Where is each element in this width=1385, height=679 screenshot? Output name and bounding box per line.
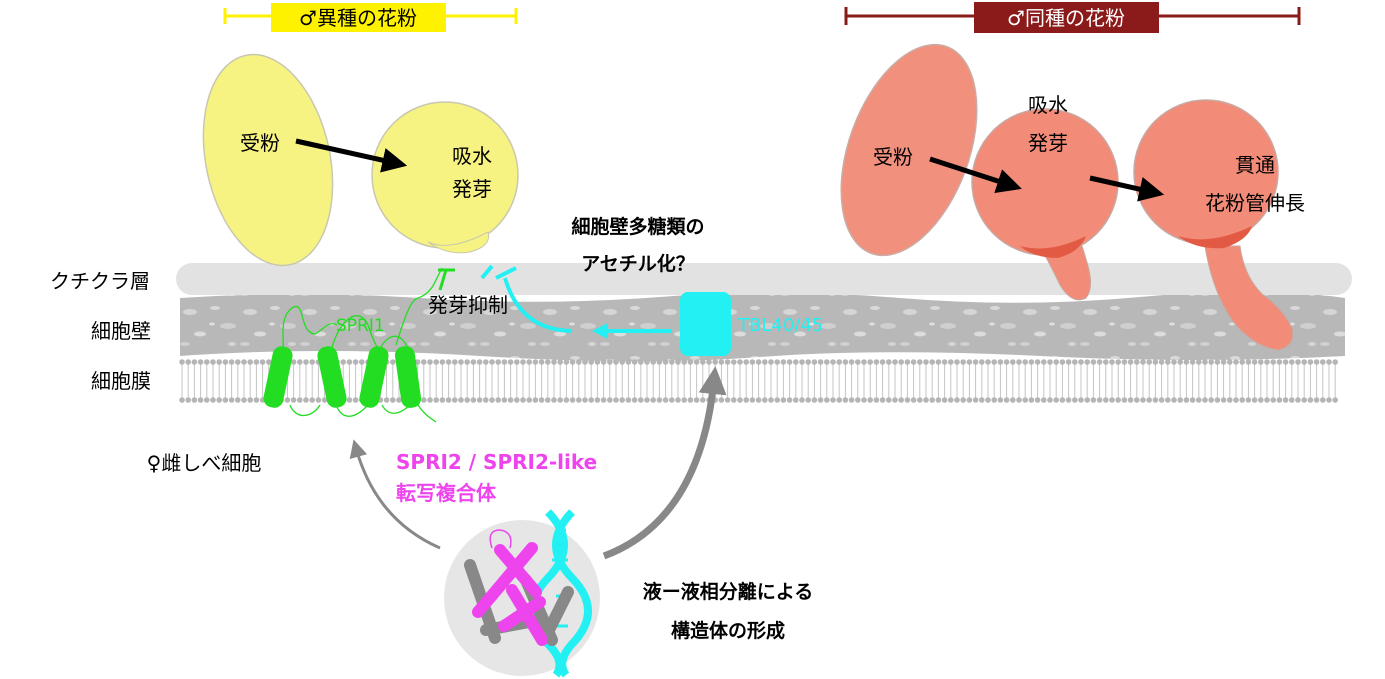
germination-inhibition-label: 発芽抑制 <box>428 293 508 317</box>
conspecific-header: ♂同種の花粉 <box>844 2 1301 33</box>
tbl-label: TBL40/45 <box>737 315 823 336</box>
cuticle-label: クチクラ層 <box>50 269 150 293</box>
llps-label-line2: 構造体の形成 <box>671 619 785 642</box>
cuticle-layer <box>176 263 1352 295</box>
left-pollination-arrow <box>295 138 408 173</box>
left-germination-label: 発芽 <box>452 177 492 201</box>
pistil-cell-label: ♀雌しべ細胞 <box>147 451 262 475</box>
membrane-label: 細胞膜 <box>91 369 151 393</box>
cell-membrane <box>179 359 1338 403</box>
heterospecific-header-label: ♂異種の花粉 <box>299 6 417 30</box>
heterospecific-header: ♂異種の花粉 <box>223 3 518 32</box>
arrow-to-spri1 <box>349 439 441 550</box>
right-germination-label: 発芽 <box>1028 131 1068 155</box>
tbl-protein: TBL40/45 <box>480 264 823 356</box>
spri1-protein: SPRI1 <box>263 267 455 423</box>
acetylation-label-line1: 細胞壁多糖類の <box>571 215 704 238</box>
right-penetration-arrow <box>1089 175 1165 202</box>
conspecific-header-label: ♂同種の花粉 <box>1007 6 1125 30</box>
complex-label-line1: SPRI2 / SPRI2-like <box>396 450 597 474</box>
heterospecific-pollen: 受粉 吸水 発芽 <box>202 53 519 267</box>
conspecific-pollen: 受粉 吸水 発芽 貫通 花粉管伸長 <box>840 43 1305 351</box>
spri1-label: SPRI1 <box>336 316 385 336</box>
right-pollination-arrow <box>929 156 1022 194</box>
inhibition-curve <box>503 277 573 333</box>
complex-label-line2: 転写複合体 <box>396 481 497 505</box>
right-hydration-label: 吸水 <box>1028 93 1068 117</box>
cell-wall-label: 細胞壁 <box>91 319 151 343</box>
right-penetration-label: 貫通 <box>1235 153 1275 177</box>
acetylation-label-line2: アセチル化？ <box>581 252 695 275</box>
left-hydration-label: 吸水 <box>452 144 492 168</box>
right-tube-growth-label: 花粉管伸長 <box>1205 191 1305 215</box>
arrow-to-tbl <box>602 366 727 560</box>
llps-label-line1: 液ー液相分離による <box>643 580 813 603</box>
left-pollination-label: 受粉 <box>240 131 280 155</box>
condensate-structure <box>444 509 600 678</box>
cell-wall-layer <box>180 291 1345 362</box>
right-pollination-label: 受粉 <box>873 145 913 169</box>
